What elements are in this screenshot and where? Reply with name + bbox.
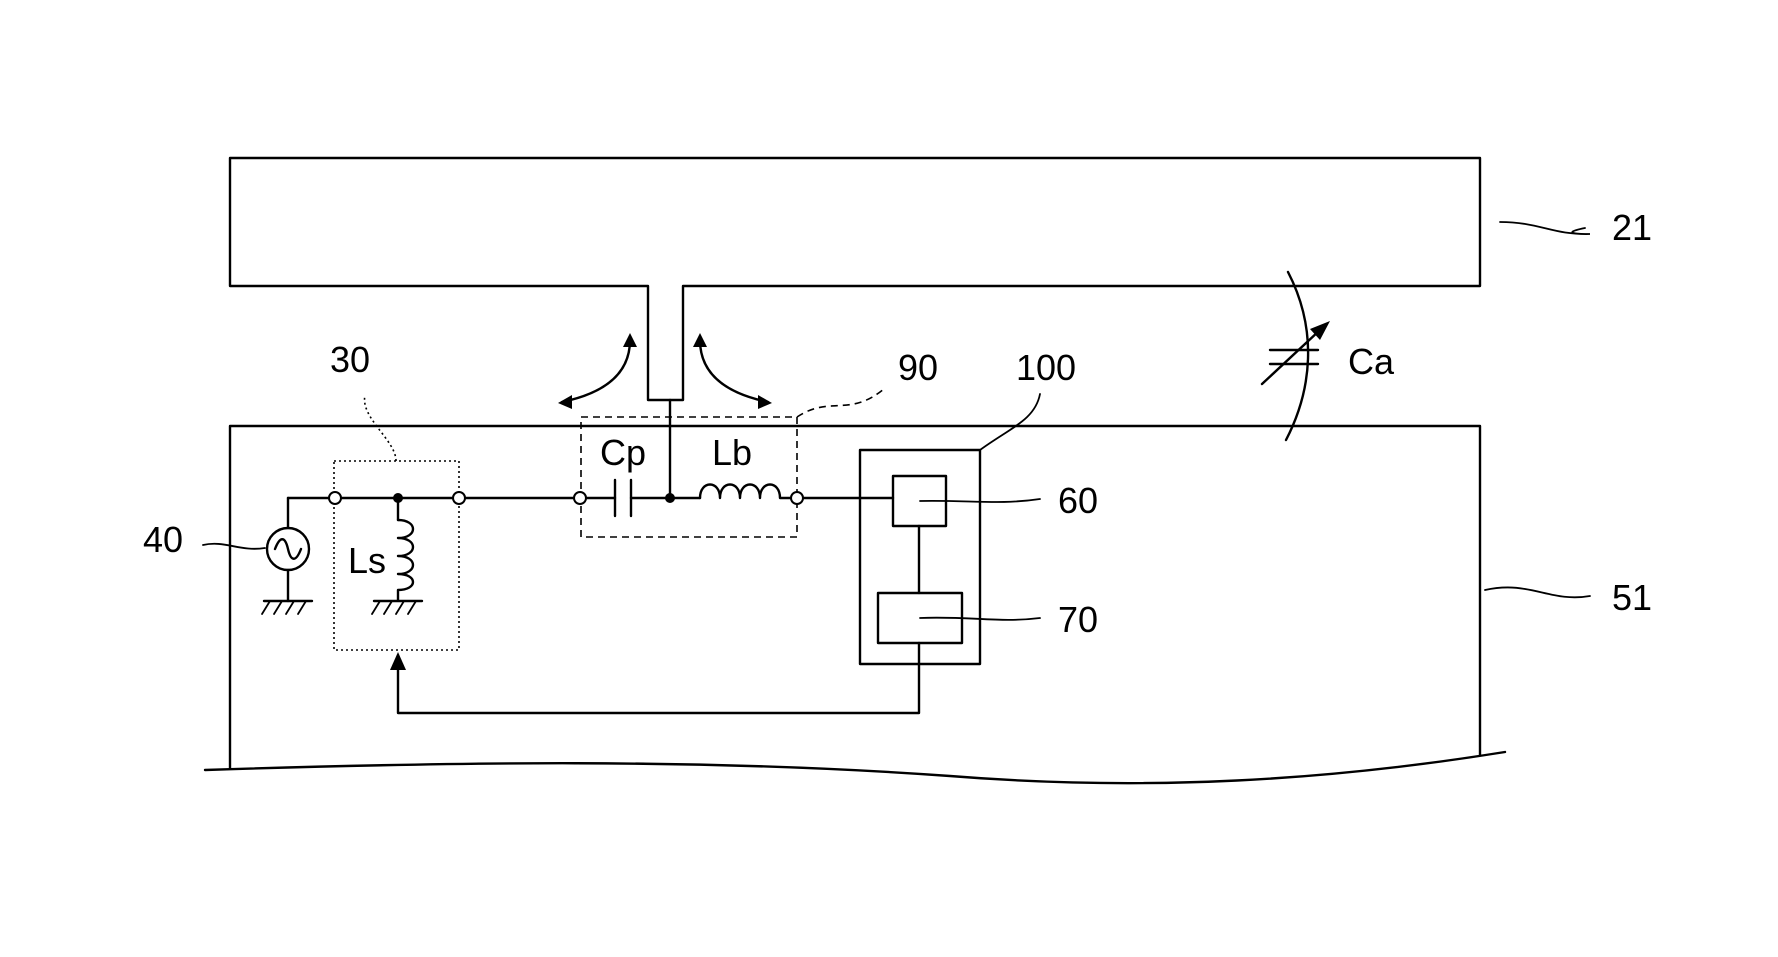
arrow-head-left-a [558, 395, 572, 409]
terminal-90-in [574, 492, 586, 504]
terminal-30-in [329, 492, 341, 504]
label-100: 100 [1016, 347, 1076, 388]
ground-board-51 [230, 426, 1480, 768]
feedback-arrow-head [390, 652, 406, 670]
label-51: 51 [1612, 577, 1652, 618]
ac-source-wave [275, 539, 301, 559]
ls-coil [398, 520, 413, 600]
junction-stem [665, 493, 675, 503]
label-70: 70 [1058, 599, 1098, 640]
label-ca: Ca [1348, 341, 1395, 382]
label-lb: Lb [712, 432, 752, 473]
ca-coupling-arc [1286, 272, 1308, 440]
ca-variable-arrow [1262, 330, 1320, 384]
board-break-line [205, 752, 1505, 783]
terminal-30-out [453, 492, 465, 504]
leader-21 [1500, 222, 1590, 234]
radiation-arrow-right [700, 340, 768, 402]
leader-51 [1485, 587, 1590, 597]
label-ls: Ls [348, 540, 386, 581]
leader-30 [365, 395, 396, 461]
arrow-head-right-a [693, 333, 707, 347]
arrow-head-left-b [623, 333, 637, 347]
lb-coil [700, 485, 797, 499]
junction-ls [393, 493, 403, 503]
arrow-head-right-b [758, 395, 772, 409]
leader-40 [203, 544, 265, 549]
leader-100 [980, 394, 1040, 450]
terminal-90-out [791, 492, 803, 504]
leader-90 [797, 388, 885, 417]
label-40: 40 [143, 519, 183, 560]
source-ground-hatch [262, 601, 306, 614]
ls-ground-hatch [372, 601, 416, 614]
label-cp: Cp [600, 432, 646, 473]
label-21: 21 [1612, 207, 1652, 248]
label-30: 30 [330, 339, 370, 380]
radiation-arrow-left [562, 340, 630, 402]
feedback-path [398, 643, 919, 713]
label-90: 90 [898, 347, 938, 388]
label-60: 60 [1058, 480, 1098, 521]
